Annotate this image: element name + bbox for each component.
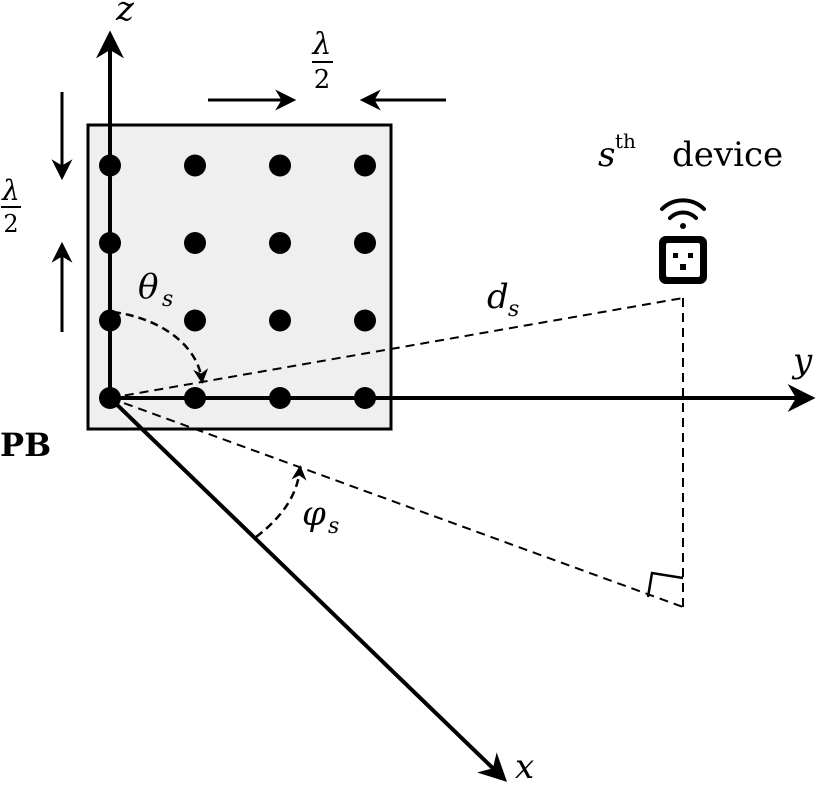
phi-arc [255, 465, 307, 538]
plug-pin-left [673, 253, 678, 258]
spacing-label-vertical-numerator: λ [1, 174, 20, 207]
device-label-word: device [672, 135, 783, 175]
plug-pin-right [688, 253, 693, 258]
antenna-element [184, 232, 206, 254]
pb-label: PB [0, 426, 51, 464]
spacing-label-vertical-denominator: 2 [3, 210, 18, 238]
antenna-element [184, 154, 206, 177]
spacing-label-horizontal-denominator: 2 [314, 65, 331, 95]
distance-subscript: s [508, 297, 519, 322]
plug-face [666, 243, 700, 277]
plug-pin-ground [680, 264, 686, 270]
antenna-element [269, 309, 291, 332]
distance-label: d [487, 277, 509, 317]
antenna-element [269, 232, 291, 254]
smart-plug-wifi-icon [659, 198, 707, 284]
spacing-label-horizontal-numerator: λ [311, 27, 331, 62]
x-axis [108, 396, 508, 782]
antenna-element [354, 232, 376, 254]
antenna-element [184, 309, 206, 332]
antenna-element [269, 154, 291, 177]
device-label-s: s [598, 135, 615, 175]
phi-subscript: s [328, 514, 339, 539]
z-axis-label: z [115, 0, 135, 29]
theta-arc [112, 310, 209, 384]
wifi-icon [660, 198, 706, 229]
theta-label: θ [138, 267, 158, 307]
theta-subscript: s [162, 287, 173, 312]
device-label-sup: th [615, 129, 636, 153]
antenna-element [354, 154, 376, 177]
x-axis-label: x [515, 747, 534, 787]
antenna-element [354, 309, 376, 332]
antenna-panel [86, 123, 393, 431]
y-axis-label: y [791, 341, 813, 381]
right-angle-marker [646, 571, 684, 598]
projection-dashed [109, 397, 684, 608]
phi-label: φ [302, 494, 326, 534]
